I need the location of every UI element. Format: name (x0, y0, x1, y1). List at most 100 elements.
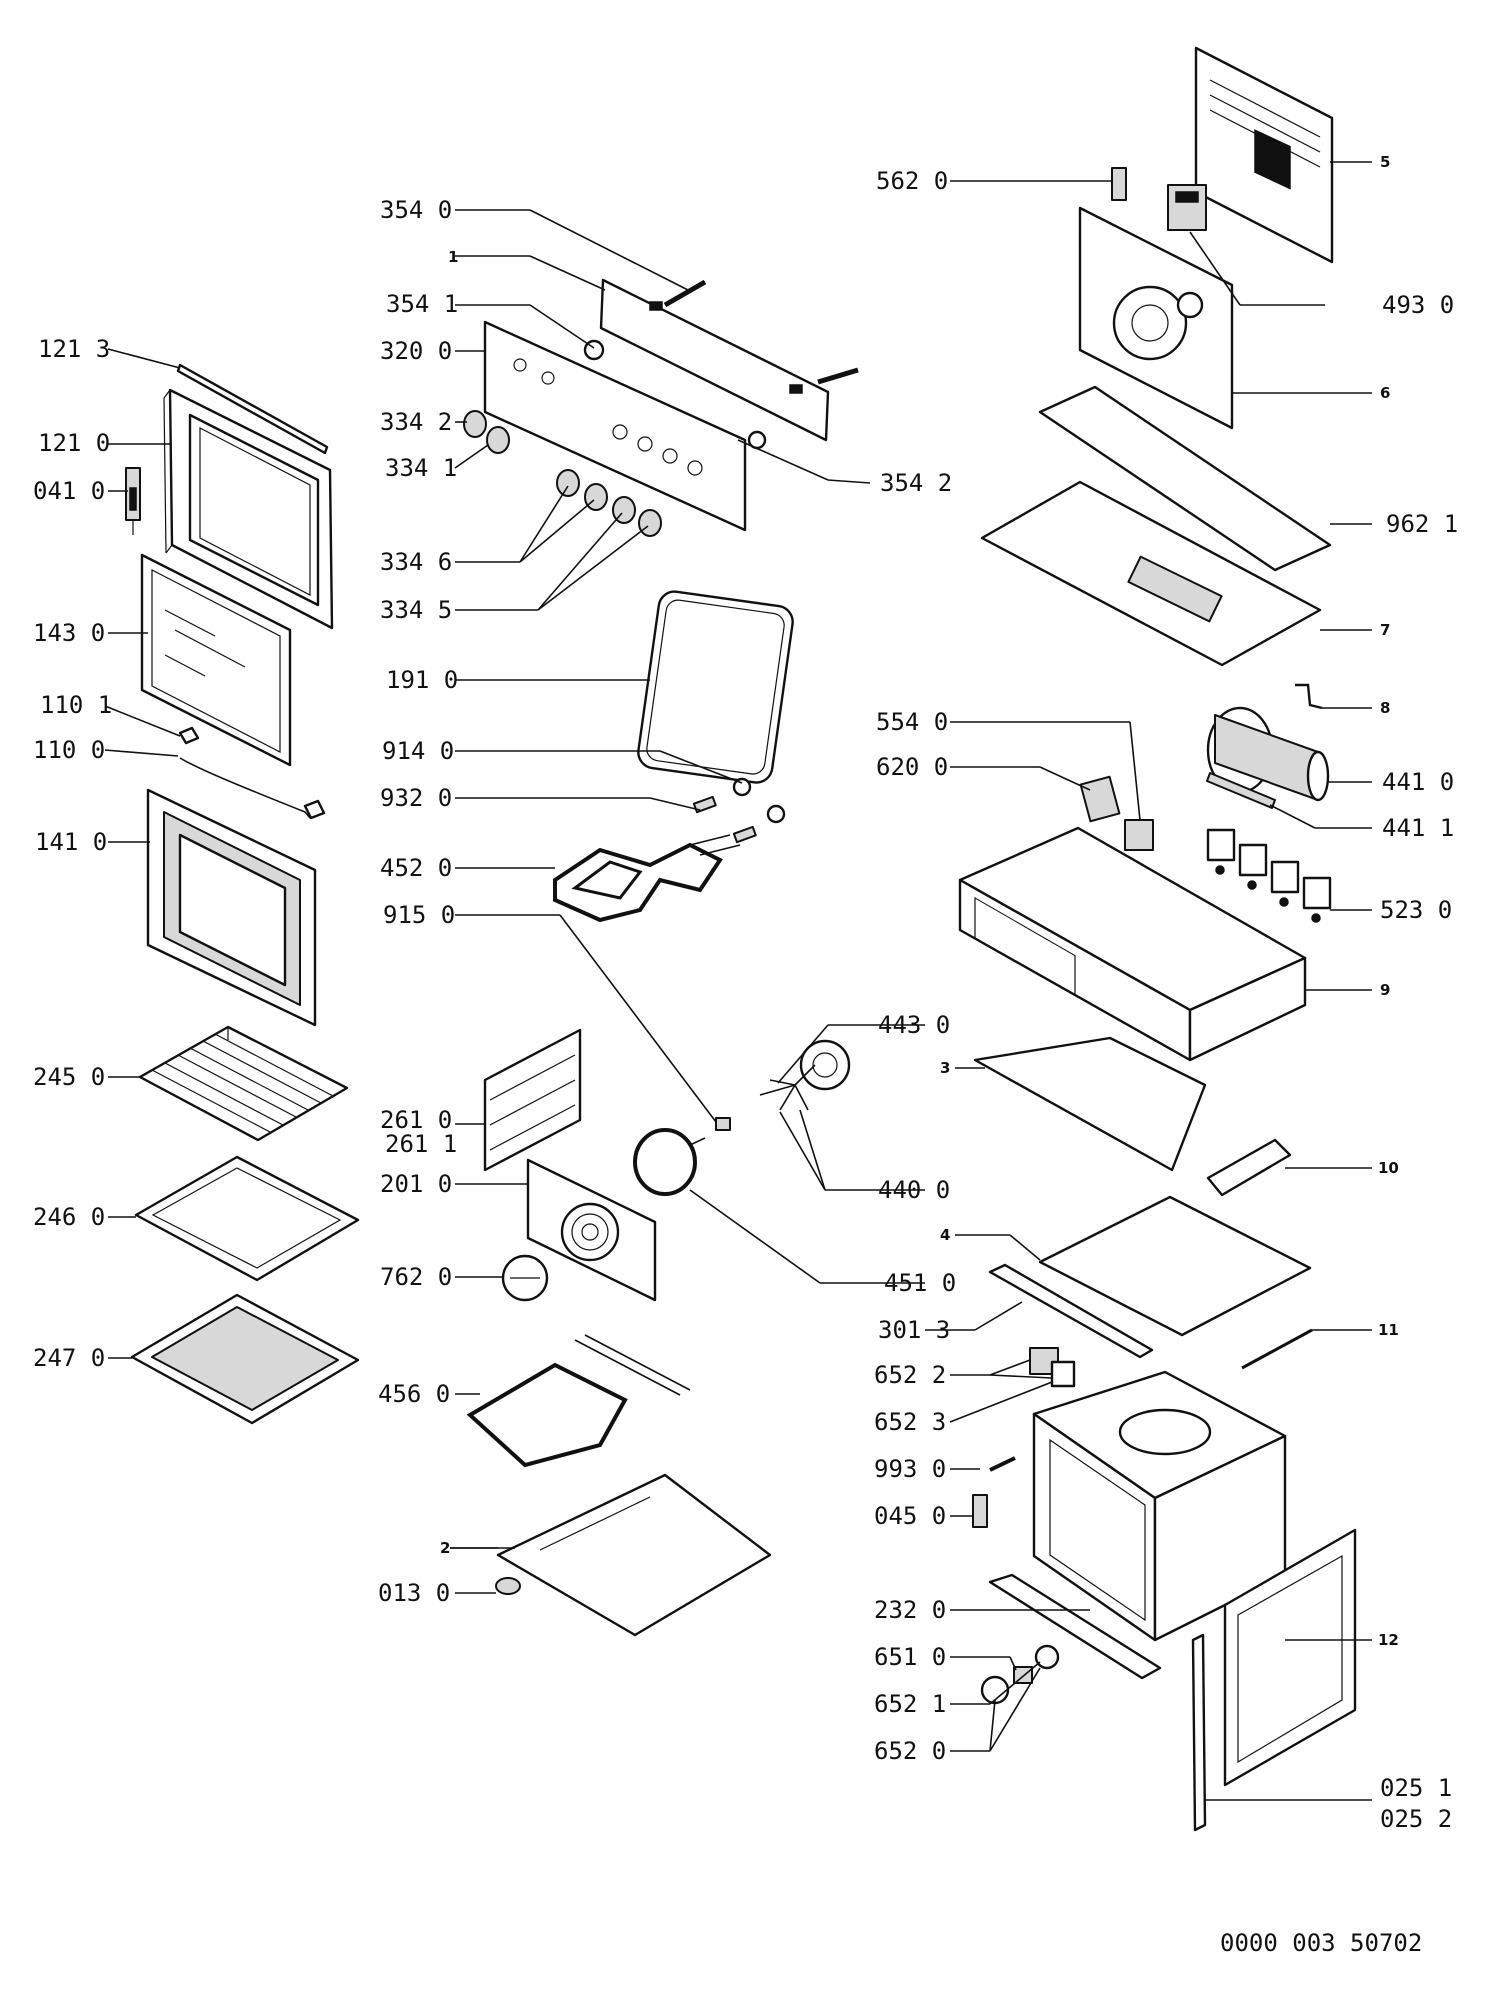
callout-651-0: 651 0 (874, 1643, 946, 1671)
callout-334-2: 334 2 (380, 408, 452, 436)
callout-191-0: 191 0 (386, 666, 458, 694)
part-261-side-racks (483, 1028, 582, 1172)
part-3-shelf (973, 1036, 1207, 1172)
callout-261-0: 261 0 (380, 1106, 452, 1134)
part-652-lamp-holder (1029, 1347, 1076, 1388)
callout-562-0: 562 0 (876, 167, 948, 195)
part-9-control-housing (958, 826, 1307, 1062)
callout-013-0: 013 0 (378, 1579, 450, 1607)
part-320-0-control-fascia (483, 320, 747, 532)
part-443-440-fan-motor (715, 1039, 851, 1131)
leader-lines (104, 161, 1372, 1801)
part-245-0-wire-shelf (138, 1025, 349, 1142)
callout-493-0: 493 0 (1382, 291, 1454, 319)
part-4-cavity-top (1038, 1195, 1312, 1337)
callout-354-2: 354 2 (880, 469, 952, 497)
item-10: 10 (1378, 1159, 1399, 1177)
callout-246-0: 246 0 (33, 1203, 105, 1231)
part-12-side-panel (1223, 1528, 1357, 1787)
callout-301-3: 301 3 (878, 1316, 950, 1344)
part-232-0-front-rail (988, 1573, 1162, 1680)
part-8-bracket (1295, 683, 1323, 710)
part-013-0-foot (495, 1577, 521, 1595)
part-121-0-door-frame (163, 388, 334, 630)
item-11: 11 (1378, 1321, 1399, 1339)
part-191-0-door-seal (637, 590, 794, 784)
callout-041-0: 041 0 (33, 477, 105, 505)
left-column (125, 363, 360, 1425)
callout-652-0: 652 0 (874, 1737, 946, 1765)
callout-245-0: 245 0 (33, 1063, 105, 1091)
part-914-932-connectors (692, 777, 786, 844)
callout-261-1: 261 1 (385, 1130, 457, 1158)
part-562-0-clip (1111, 167, 1127, 201)
item-2: 2 (440, 1539, 450, 1557)
callout-620-0: 620 0 (876, 753, 948, 781)
callout-993-0: 993 0 (874, 1455, 946, 1483)
callout-025-1: 025 1 (1380, 1774, 1452, 1802)
callout-141-0: 141 0 (35, 828, 107, 856)
part-301-3-rail (988, 1263, 1154, 1359)
document-code: 0000 003 50702 (1220, 1929, 1422, 1957)
middle-column (463, 278, 859, 1637)
item-5: 5 (1380, 153, 1390, 171)
callout-932-0: 932 0 (380, 784, 452, 812)
item-3: 3 (940, 1059, 950, 1077)
part-110-glass-clips (178, 726, 326, 820)
part-143-0-inner-glass (140, 553, 292, 767)
part-993-045-screw-sensor (972, 1456, 1016, 1528)
part-451-0-fan-element (633, 1128, 706, 1196)
callout-962-1: 962 1 (1386, 510, 1458, 538)
callout-334-6: 334 6 (380, 548, 452, 576)
callout-652-1: 652 1 (874, 1690, 946, 1718)
part-5-back-cover (1194, 46, 1334, 264)
item-6: 6 (1380, 384, 1390, 402)
part-441-0-cooling-fan (1206, 706, 1330, 802)
part-11-rod (1241, 1328, 1313, 1370)
part-6-rear-wall (1078, 206, 1234, 430)
callout-025-2: 025 2 (1380, 1805, 1452, 1833)
callout-334-5: 334 5 (380, 596, 452, 624)
part-7-top-cover (980, 480, 1322, 667)
callout-143-0: 143 0 (33, 619, 105, 647)
callout-201-0: 201 0 (380, 1170, 452, 1198)
callout-045-0: 045 0 (874, 1502, 946, 1530)
callout-121-0: 121 0 (38, 429, 110, 457)
part-2-base-plate (496, 1473, 772, 1637)
part-962-1-insulation (1038, 385, 1332, 572)
part-456-0-bottom-element (466, 1334, 691, 1468)
callout-915-0: 915 0 (383, 901, 455, 929)
item-4: 4 (940, 1226, 950, 1244)
callout-334-1: 334 1 (385, 454, 457, 482)
callout-451-0: 451 0 (884, 1269, 956, 1297)
callout-110-1: 110 1 (40, 691, 112, 719)
callout-labels: 12 1 3 121 0 041 0 143 0 110 1 110 0 141 … (33, 153, 1458, 1833)
item-12: 12 (1378, 1631, 1399, 1649)
part-10-bracket (1206, 1138, 1292, 1197)
callout-452-0: 452 0 (380, 854, 452, 882)
part-523-0-selector-switches (1206, 828, 1332, 923)
part-025-hinge-rail (1191, 1633, 1207, 1832)
part-452-0-grill-element (553, 834, 741, 923)
part-554-620-switches (1079, 775, 1154, 851)
callout-354-0: 354 0 (380, 196, 452, 224)
part-247-0-deep-tray (130, 1293, 360, 1425)
callout-247-0: 247 0 (33, 1344, 105, 1372)
part-1-control-bracket (599, 278, 830, 442)
part-121-3-door-top-trim (176, 363, 329, 455)
item-7: 7 (1380, 621, 1390, 639)
callout-914-0: 914 0 (382, 737, 454, 765)
item-1: 1 (448, 248, 458, 266)
callout-110-0: 110 0 (33, 736, 105, 764)
part-201-0-rear-panel (526, 1158, 657, 1302)
part-141-0-outer-door-panel (146, 788, 317, 1027)
callout-440-0: 440 0 (878, 1176, 950, 1204)
part-041-0-door-hinge (125, 467, 141, 535)
part-246-0-baking-tray (134, 1155, 360, 1282)
callout-652-2: 652 2 (874, 1361, 946, 1389)
callout-443-0: 443 0 (878, 1011, 950, 1039)
callout-232-0: 232 0 (874, 1596, 946, 1624)
part-651-652-lamp (980, 1644, 1060, 1705)
part-762-0-lamp-cover (501, 1254, 549, 1302)
